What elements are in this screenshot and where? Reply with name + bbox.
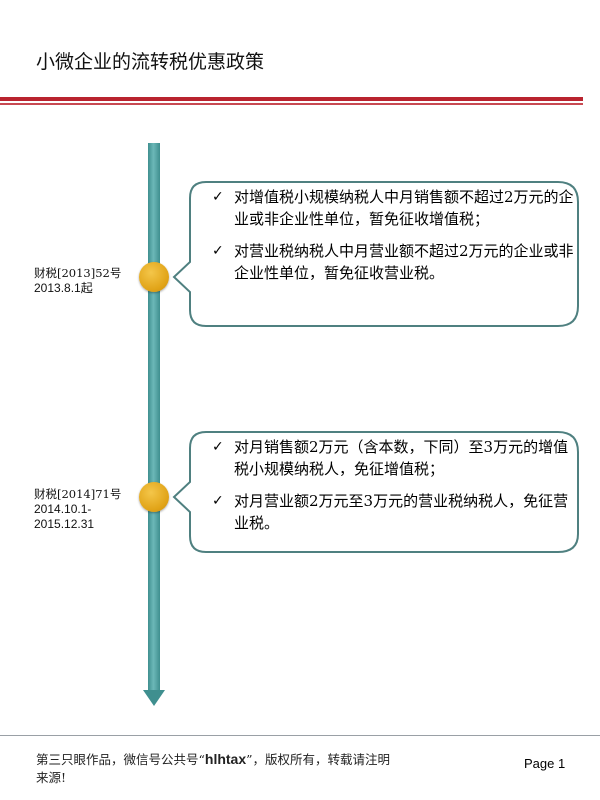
- list-item-text: 对月销售额2万元（含本数，下同）至3万元的增值税小规模纳税人，免征增值税；: [234, 438, 569, 478]
- footer-text-before: 第三只眼作品，微信号公共号“: [36, 752, 205, 767]
- policy-ref-date-end: 2015.12.31: [34, 517, 95, 531]
- page-number: Page 1: [524, 756, 566, 771]
- footer-rule: [0, 735, 600, 736]
- policy-ref-date-start: 2014.10.1-: [34, 502, 92, 516]
- list-item: ✓ 对月销售额2万元（含本数，下同）至3万元的增值税小规模纳税人，免征增值税；: [212, 436, 574, 480]
- policy-ref-number: 财税[2013]52号: [34, 266, 122, 280]
- timeline-node-2: [139, 482, 169, 512]
- checkmark-icon: ✓: [212, 243, 224, 259]
- footer-brand: hlhtax: [204, 751, 247, 767]
- checkmark-icon: ✓: [212, 493, 224, 509]
- title-rule-thin: [0, 103, 583, 105]
- policy-ref-1: 财税[2013]52号 2013.8.1起: [34, 266, 121, 296]
- checkmark-icon: ✓: [212, 439, 224, 455]
- callout-text-1: ✓ 对增值税小规模纳税人中月销售额不超过2万元的企业或非企业性单位，暂免征收增值…: [212, 186, 574, 284]
- footer-text-after: ”，版权所有，转载请注明来源!: [36, 752, 391, 785]
- list-item-text: 对月营业额2万元至3万元的营业税纳税人，免征营业税。: [234, 492, 569, 532]
- checkmark-icon: ✓: [212, 189, 224, 205]
- policy-ref-date: 2013.8.1起: [34, 281, 93, 295]
- list-item: ✓ 对营业税纳税人中月营业额不超过2万元的企业或非企业性单位，暂免征收营业税。: [212, 240, 574, 284]
- timeline-arrow-icon: [143, 690, 165, 706]
- list-item: ✓ 对增值税小规模纳税人中月销售额不超过2万元的企业或非企业性单位，暂免征收增值…: [212, 186, 574, 230]
- page-title: 小微企业的流转税优惠政策: [36, 51, 265, 73]
- footer-note: 第三只眼作品，微信号公共号“hlhtax”，版权所有，转载请注明来源!: [36, 750, 396, 787]
- list-item-text: 对营业税纳税人中月营业额不超过2万元的企业或非企业性单位，暂免征收营业税。: [234, 242, 574, 282]
- timeline-node-1: [139, 262, 169, 292]
- list-item: ✓ 对月营业额2万元至3万元的营业税纳税人，免征营业税。: [212, 490, 574, 534]
- policy-ref-2: 财税[2014]71号 2014.10.1- 2015.12.31: [34, 487, 121, 532]
- callout-text-2: ✓ 对月销售额2万元（含本数，下同）至3万元的增值税小规模纳税人，免征增值税； …: [212, 436, 574, 534]
- title-rule-thick: [0, 97, 583, 101]
- policy-ref-number: 财税[2014]71号: [34, 487, 122, 501]
- list-item-text: 对增值税小规模纳税人中月销售额不超过2万元的企业或非企业性单位，暂免征收增值税；: [234, 188, 574, 228]
